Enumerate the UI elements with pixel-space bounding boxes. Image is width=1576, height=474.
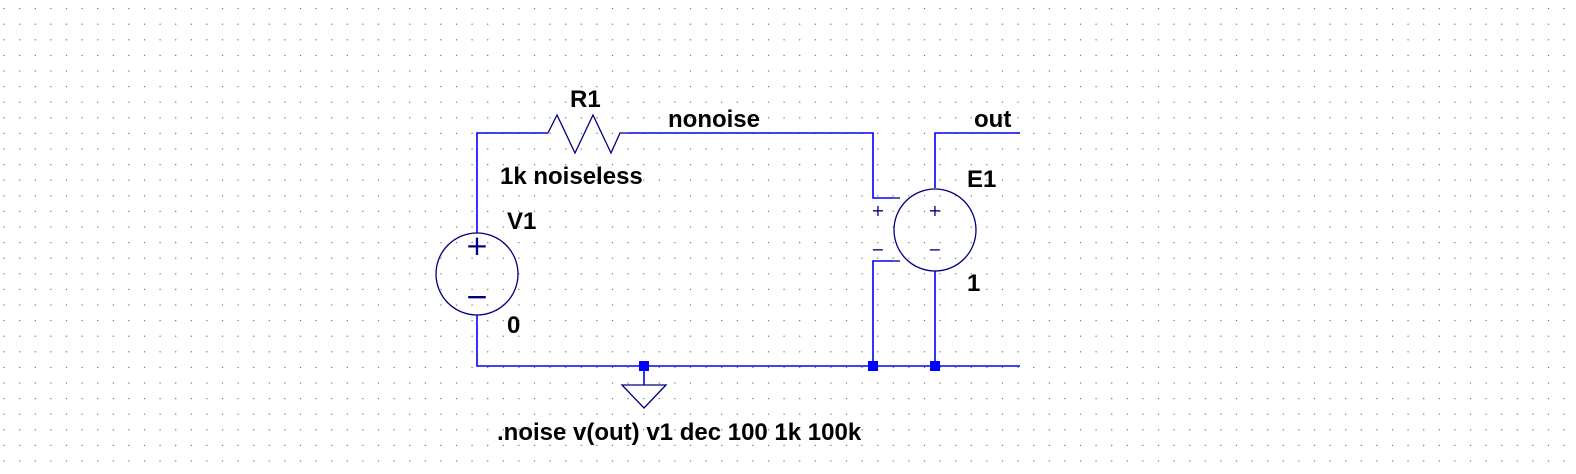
wire-e1-minus-in[interactable] xyxy=(872,260,893,366)
net-label-out[interactable]: out xyxy=(974,106,1011,133)
v1-name-label[interactable]: V1 xyxy=(507,208,536,235)
junction-dot xyxy=(868,361,878,371)
net-label-nonoise[interactable]: nonoise xyxy=(668,106,760,133)
spice-directive[interactable]: .noise v(out) v1 dec 100 1k 100k xyxy=(497,419,862,446)
wire-out[interactable] xyxy=(934,132,1020,188)
grid-dots xyxy=(3,8,1565,462)
v1-plus-symbol: + xyxy=(465,229,488,262)
wire-nonoise[interactable] xyxy=(629,132,893,199)
resistor-icon[interactable] xyxy=(547,113,629,155)
e1-value-label[interactable]: 1 xyxy=(967,270,980,297)
junction-dot xyxy=(639,361,649,371)
ground-icon[interactable] xyxy=(620,384,668,409)
e1-in-plus-symbol: + xyxy=(871,201,884,220)
r1-name-label[interactable]: R1 xyxy=(570,86,601,113)
r1-value-label[interactable]: 1k noiseless xyxy=(500,163,643,190)
e1-out-minus-symbol: − xyxy=(928,240,941,259)
wires xyxy=(476,132,1020,385)
wire-v1-to-r1[interactable] xyxy=(476,132,548,233)
e1-out-plus-symbol: + xyxy=(928,201,941,220)
wire-v1-to-ground[interactable] xyxy=(476,315,1020,367)
vcvs-icon[interactable] xyxy=(893,188,977,272)
voltage-source-icon[interactable] xyxy=(435,232,519,316)
e1-in-minus-symbol: − xyxy=(871,240,884,259)
junction-dot xyxy=(930,361,940,371)
v1-minus-symbol: − xyxy=(465,280,488,313)
e1-name-label[interactable]: E1 xyxy=(967,166,996,193)
v1-value-label[interactable]: 0 xyxy=(507,312,520,339)
